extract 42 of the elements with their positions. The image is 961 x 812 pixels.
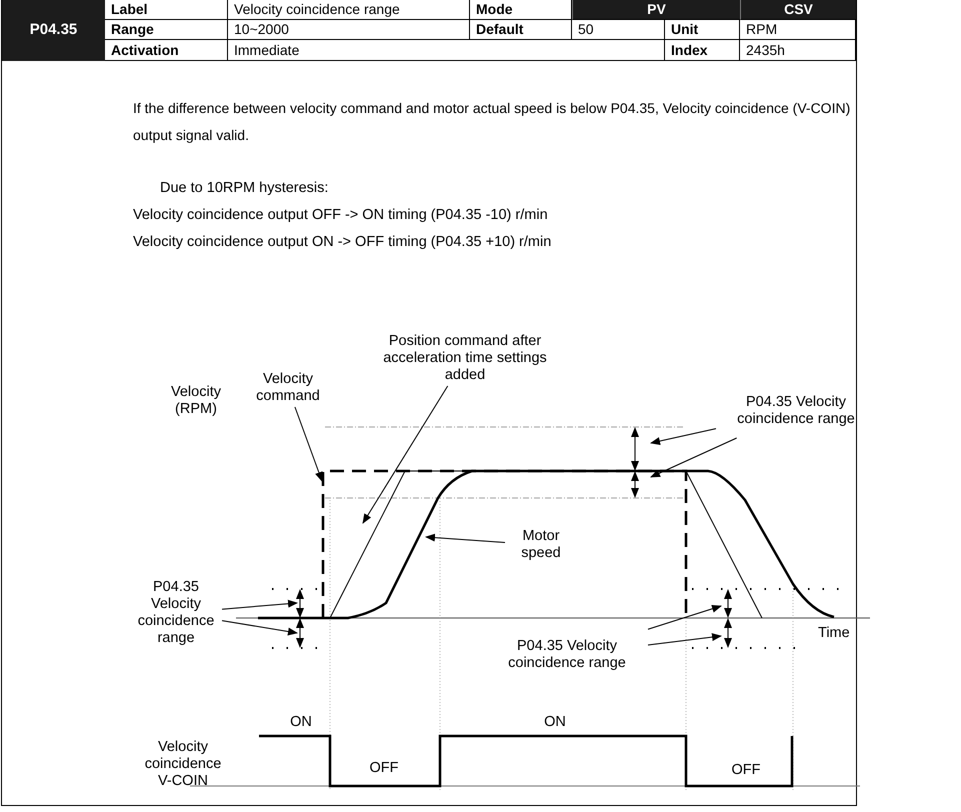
chart-label: ON xyxy=(289,714,313,731)
chart-label: Velocity (RPM) xyxy=(170,384,222,418)
description-text: If the difference between velocity command and motor actual speed is below P04.35, Velocity coincidence (V-COIN) output signal valid. xyxy=(133,99,852,145)
table-cell: Default xyxy=(470,20,572,40)
table-cell: Activation xyxy=(105,40,228,61)
callout-text: Position command after acceleration time settings added xyxy=(382,332,548,384)
note-text: Velocity coincidence output ON -> OFF timing (P04.35 +10) r/min xyxy=(133,233,552,252)
leader-arrow xyxy=(362,386,448,524)
table-cell: Mode xyxy=(470,0,572,20)
chart-label: ON xyxy=(543,714,567,731)
leader-arrow xyxy=(425,534,506,543)
note-text: Due to 10RPM hysteresis: xyxy=(160,179,330,198)
callout-text: Velocity command xyxy=(255,371,321,405)
table-cell: Velocity coincidence range xyxy=(228,0,470,20)
callout-text: P04.35 Velocity coincidence range xyxy=(507,638,627,672)
chart-label: OFF xyxy=(730,762,762,779)
leader-arrow xyxy=(294,406,323,482)
table-cell: 2435h xyxy=(740,40,856,61)
chart-label: OFF xyxy=(368,760,400,777)
leader-arrow xyxy=(650,438,738,478)
leader-arrow xyxy=(222,620,298,636)
axis-label: Time xyxy=(818,625,851,642)
table-cell: Label xyxy=(105,0,228,20)
table-cell: PV xyxy=(572,0,740,20)
leader-arrow xyxy=(222,600,298,610)
leader-arrow xyxy=(648,604,722,630)
table-cell: RPM xyxy=(740,20,856,40)
note-text: Velocity coincidence output OFF -> ON timing (P04.35 -10) r/min xyxy=(133,206,549,225)
table-cell: CSV xyxy=(740,0,856,20)
table-cell: Immediate xyxy=(228,40,665,61)
leader-arrow xyxy=(648,633,722,646)
table-cell: Index xyxy=(665,40,740,61)
table-cell: 10~2000 xyxy=(228,20,470,40)
callout-text: P04.35 Velocity coincidence range xyxy=(136,579,216,647)
table-cell: 50 xyxy=(572,20,665,40)
table-cell: Unit xyxy=(665,20,740,40)
chart-label: Velocity coincidence V-COIN xyxy=(144,739,222,790)
table-cell: Range xyxy=(105,20,228,40)
callout-text: P04.35 Velocity coincidence range xyxy=(736,394,856,428)
table-cell: P04.35 xyxy=(2,0,105,61)
callout-text: Motor speed xyxy=(520,528,562,562)
leader-arrow xyxy=(650,428,716,445)
